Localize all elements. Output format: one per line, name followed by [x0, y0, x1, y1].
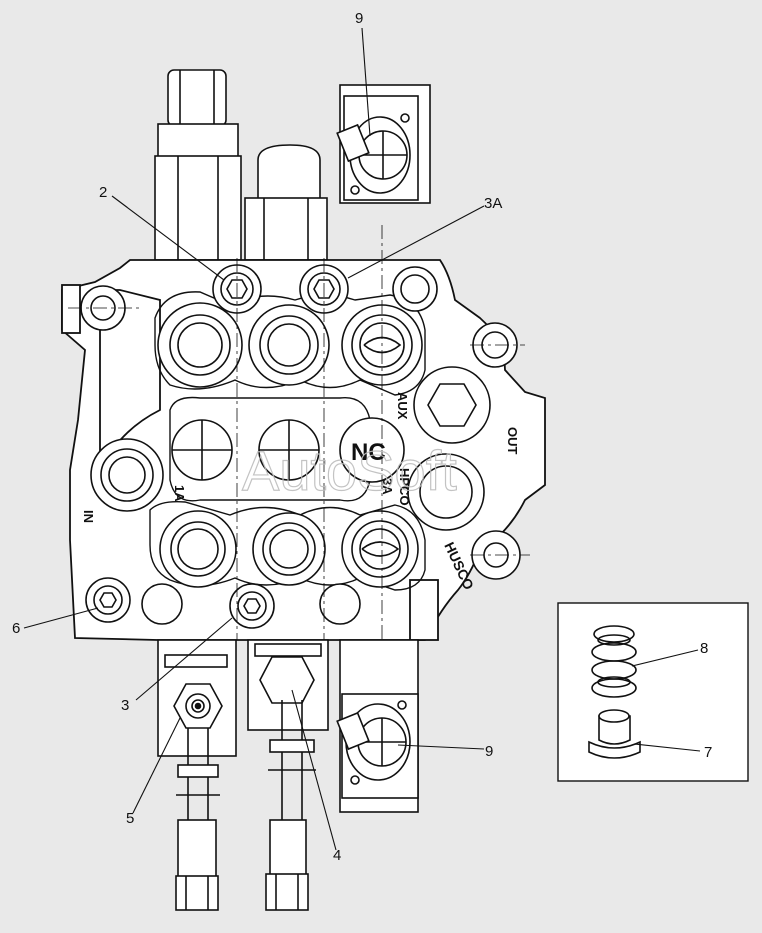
plunger-part [588, 709, 641, 759]
callout-3: 3 [121, 697, 129, 714]
stamp-nc: NC [351, 439, 386, 466]
coil-connector-top [336, 84, 431, 204]
callout-9-bottom: 9 [485, 743, 493, 760]
solenoid-cartridge-middle [244, 144, 328, 261]
watermark: AutoSoft [242, 439, 457, 502]
callout-9-top: 9 [355, 10, 363, 27]
stamp-out: OUT [505, 427, 520, 455]
callout-5: 5 [126, 810, 134, 827]
work-ports-lower [159, 510, 419, 588]
spring-part [591, 625, 637, 698]
plugs-middle [90, 366, 491, 531]
callout-8: 8 [700, 640, 708, 657]
solenoid-bottom-middle [247, 639, 329, 911]
callout-labels: 9 2 3A 6 3 5 4 9 8 7 [12, 10, 712, 864]
detail-frame [557, 602, 749, 782]
stamp-in: IN [81, 510, 96, 523]
callout-2: 2 [99, 184, 107, 201]
detail-box [557, 602, 749, 782]
solenoid-cartridge-left [154, 69, 242, 261]
stamp-port-3a: 3A [380, 478, 395, 495]
callout-3a: 3A [484, 195, 502, 212]
stamp-aux: AUX [395, 392, 410, 420]
stamp-port-1a: 1A [172, 485, 187, 502]
callout-4: 4 [333, 847, 341, 864]
stamp-hpco: HPCO [397, 468, 412, 506]
callout-6: 6 [12, 620, 20, 637]
leader-lines [23, 27, 701, 851]
callout-7: 7 [704, 744, 712, 761]
mounting-bolts-bottom [85, 577, 361, 629]
solenoid-bottom-left [157, 639, 237, 911]
center-lines [68, 225, 530, 640]
coil-connector-bottom [336, 639, 419, 813]
